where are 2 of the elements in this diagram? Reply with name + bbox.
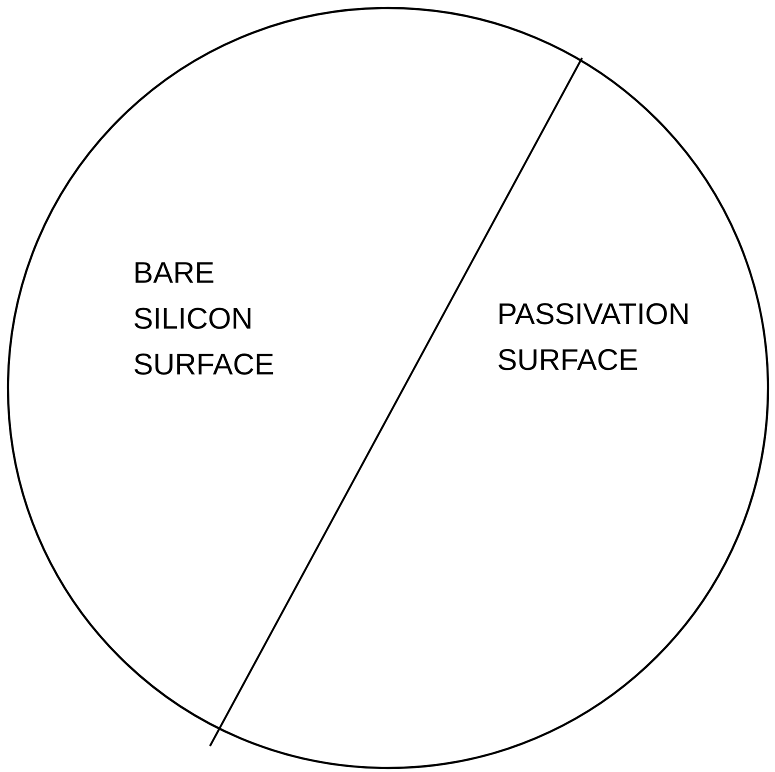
region-label: PASSIVATION SURFACE bbox=[498, 303, 688, 370]
region-label: BARE SILICON SURFACE bbox=[134, 262, 274, 375]
